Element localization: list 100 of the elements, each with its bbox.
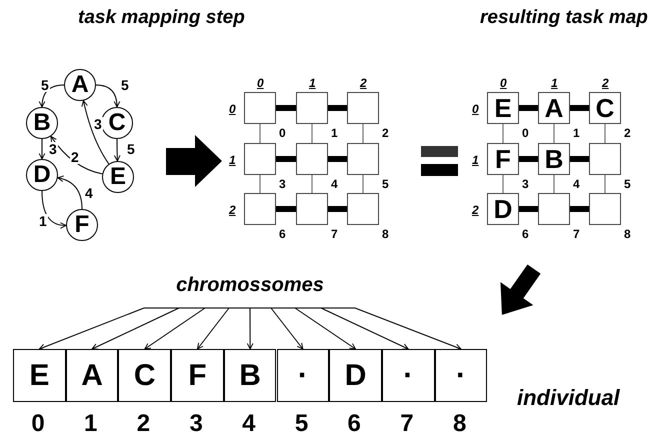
mapped-task-box: E [487,92,519,124]
thick-link-line [276,156,296,162]
link-line [502,124,504,144]
task-circle: F [66,209,98,241]
arrow [50,136,103,174]
position-number: 3 [522,178,529,190]
axis-index: 0 [229,103,236,115]
axis-index: 0 [257,77,264,89]
arrow [38,138,46,160]
thick-link-line [570,156,589,162]
edge-label: 3 [93,117,103,131]
thick-link-line [328,156,347,162]
arrow [294,308,356,350]
gene-cell: · [382,349,435,402]
task-circle: E [102,161,134,193]
caption-text: resulting task map [480,8,648,27]
axis-index: 2 [472,204,479,216]
axis-index: 1 [472,154,479,166]
processor-box [347,92,379,124]
processor-box [244,193,276,225]
position-number: 1 [331,127,338,139]
processor-box [347,193,379,225]
gene-cell: A [66,349,118,402]
caption-text: task mapping step [78,8,245,27]
arrow [320,308,409,350]
axis-index: 2 [229,204,236,216]
position-number: 5 [382,178,389,190]
edge-label: 4 [84,186,94,200]
section-heading: chromossomes [140,274,360,308]
gene-cell: C [118,349,172,402]
arrow [92,308,180,350]
link-line [362,174,364,194]
gene-cell: · [434,349,488,402]
position-number: 6 [279,228,286,240]
thick-link-line [570,105,589,111]
position-number: 4 [331,178,338,190]
position-number: 0 [279,127,286,139]
processor-box [244,92,276,124]
arrow [114,138,120,162]
task-circle: A [64,69,96,101]
thick-link-line [519,206,538,212]
position-number: 5 [624,178,631,190]
thick-link-line [328,206,347,212]
mapped-task-box: A [538,92,570,124]
processor-box [589,193,621,225]
arrow [246,308,254,350]
processor-box [296,143,328,175]
thick-link-line [519,156,538,162]
position-number: 1 [573,127,580,139]
arrow [354,308,462,350]
arrow [39,84,64,108]
thick-link-line [276,206,296,212]
position-number: 3 [189,412,203,436]
position-number: 0 [31,412,45,436]
gene-cell: E [13,349,66,402]
position-number: 2 [136,412,150,436]
arrow [38,308,144,350]
processor-box [296,193,328,225]
edge-label: 5 [120,78,130,92]
gene-cell: D [329,349,382,402]
thick-link-line [570,206,589,212]
position-number: 7 [400,412,414,436]
gene-cell: · [276,349,330,402]
link-line [502,174,504,194]
edge-label: 3 [48,142,58,156]
processor-box [296,92,328,124]
processor-box [589,143,621,175]
mapped-task-box: F [487,143,519,175]
edge-label: 5 [126,142,136,156]
position-number: 4 [242,412,256,436]
processor-box [244,143,276,175]
arrow [144,308,206,350]
arrow [96,84,120,108]
arrow [42,190,66,228]
edge-label: 2 [70,150,80,164]
arrow [270,308,304,350]
axis-index: 0 [472,103,479,115]
axis-index: 0 [500,77,507,89]
position-number: 8 [452,412,466,436]
task-circle: D [26,159,58,191]
position-number: 2 [624,127,631,139]
position-number: 1 [84,412,98,436]
gene-cell: F [171,349,224,402]
mapped-task-box: D [487,193,519,225]
axis-index: 1 [551,77,558,89]
axis-index: 1 [229,154,236,166]
axis-index: 1 [309,77,316,89]
position-number: 7 [331,228,338,240]
position-number: 3 [279,178,286,190]
arrow [57,176,82,210]
position-number: 4 [573,178,580,190]
caption-text: individual [517,387,620,409]
position-number: 5 [294,412,308,436]
edge-label: 1 [38,214,48,228]
axis-index: 2 [602,77,609,89]
gene-cell: B [224,349,276,402]
position-number: 6 [348,412,361,436]
position-number: 8 [382,228,389,240]
thick-link-line [328,105,347,111]
axis-index: 2 [360,77,367,89]
